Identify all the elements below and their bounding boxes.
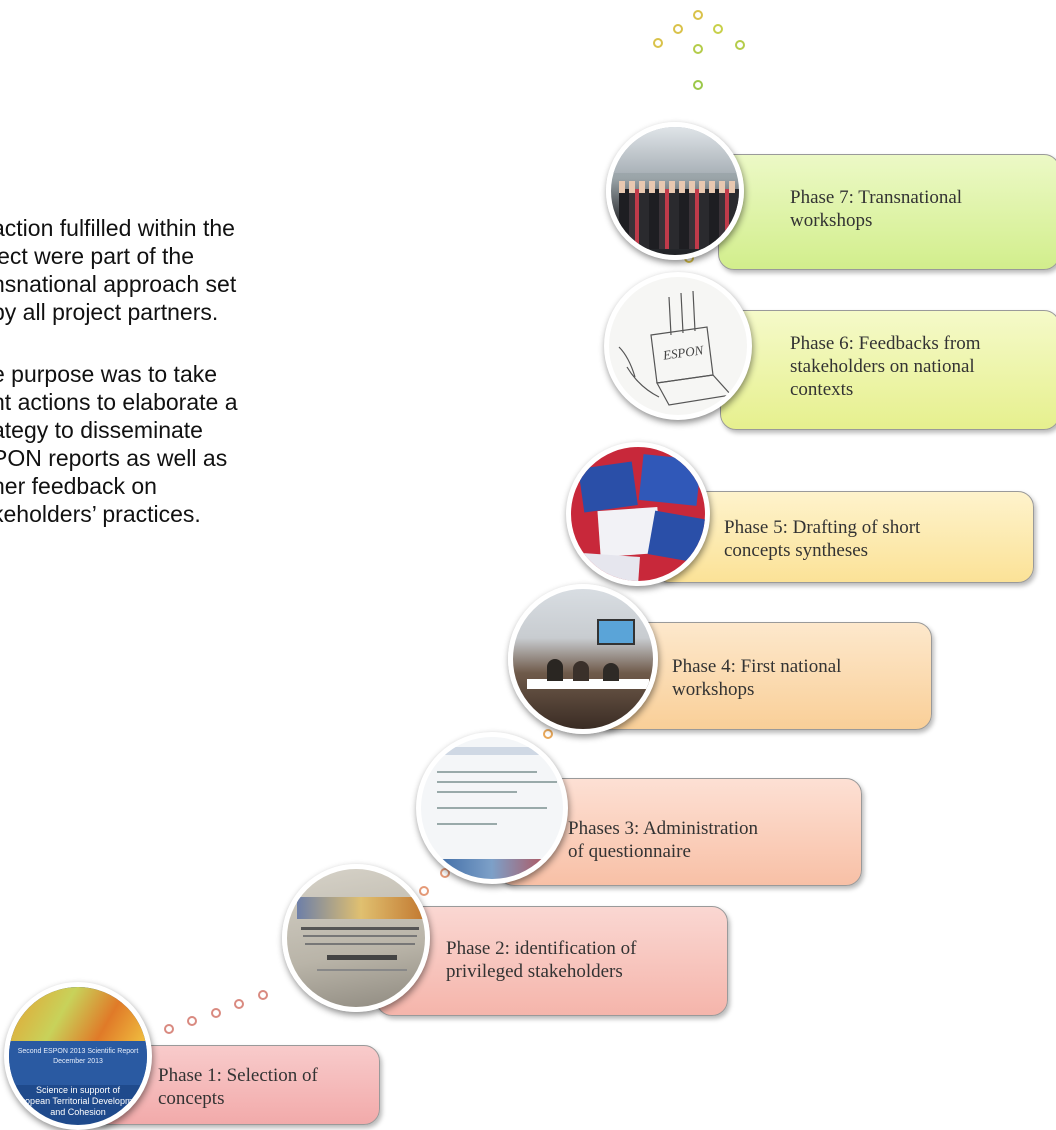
report-subtitle-line: and Cohesion [50,1107,106,1117]
conference-flyer-image [282,864,430,1012]
flyer-header [297,897,425,919]
doc-card [582,553,640,581]
table-cloth [527,679,649,689]
intro-p2-line: ategy to disseminate [0,417,203,443]
intro-p1-line: nsnational approach set [0,271,237,297]
connector-dot [187,1016,197,1026]
arrow-dot [673,24,683,34]
arrow-dot [735,40,745,50]
group-faces [619,181,739,193]
attendee [547,659,563,681]
phase-1-line-1: Phase 1: Selection of [158,1065,318,1086]
arrow-dot [693,80,703,90]
workshop-photo [508,584,658,734]
phase-5-label: Phase 5: Drafting of short concepts synt… [724,516,920,562]
laptop-sketch-drawing [618,290,733,406]
intro-paragraph-1: action fulfilled within the ject were pa… [0,214,352,326]
phase-6-box [720,310,1056,430]
report-date: December 2013 [53,1058,103,1065]
arrow-dot [713,24,723,34]
phase-4-line-2: workshops [672,679,755,700]
phase-7-box [718,154,1056,270]
doc-card [578,461,638,513]
phase-5-line-2: concepts syntheses [724,540,869,561]
phase-6-line-2: stakeholders on national [790,356,975,377]
connector-dot [258,990,268,1000]
group-people [619,189,739,249]
report-subtitle: Science in support of European Territori… [9,1085,147,1118]
laptop-sketch-image: ESPON [604,272,752,420]
report-subtitle-line: Science in support of [35,1085,121,1095]
phase-3-line-1: Phases 3: Administration [568,818,758,839]
connector-dot [211,1008,221,1018]
phase-1-line-2: concepts [158,1088,225,1109]
doc-card [647,510,705,564]
phase-7-line-1: Phase 7: Transnational [790,187,963,208]
phase-5-box [654,491,1034,583]
phase-1-label: Phase 1: Selection of concepts [158,1064,318,1110]
intro-p2-line: e purpose was to take [0,361,218,387]
connector-dot [234,999,244,1009]
flyer-line [305,943,415,945]
intro-text: action fulfilled within the ject were pa… [0,214,352,562]
connector-dot [543,729,553,739]
phase-6-line-1: Phase 6: Feedbacks from [790,333,981,354]
screen-line [437,791,517,793]
group-photo [606,122,744,260]
map-graphic [9,987,147,1041]
phase-2-label: Phase 2: identification of privileged st… [446,937,636,983]
report-title: Second ESPON 2013 Scientific Report [17,1048,139,1055]
screen-taskbar [421,859,563,879]
screen-bar [421,747,563,755]
intro-p2-line: nt actions to elaborate a [0,389,238,415]
phase-2-line-1: Phase 2: identification of [446,938,637,959]
arrow-dot [693,10,703,20]
connector-dot [164,1024,174,1034]
flyer-line [317,969,407,971]
report-cover-image: Second ESPON 2013 Scientific Report Dece… [4,982,152,1130]
intro-p2-line: her feedback on [0,473,157,499]
screen-line [437,771,537,773]
phase-3-line-2: of questionnaire [568,841,691,862]
connector-dot [419,886,429,896]
report-subtitle-line: European Territorial Development [11,1096,145,1106]
intro-p2-line: PON reports as well as [0,445,228,471]
flyer-line [301,927,419,930]
intro-paragraph-2: e purpose was to take nt actions to elab… [0,360,352,528]
report-title-band: Second ESPON 2013 Scientific Report Dece… [9,1041,147,1085]
intro-p1-line: by all project partners. [0,299,219,325]
intro-p1-line: action fulfilled within the [0,215,235,241]
projector-screen [597,619,635,645]
questionnaire-image [416,732,568,884]
building-background [611,127,739,173]
phase-2-box [376,906,728,1016]
screen-line [437,807,547,809]
intro-p2-line: keholders’ practices. [0,501,201,527]
intro-p1-line: ject were part of the [0,243,194,269]
flyer-line [327,955,397,960]
attendee [603,663,619,681]
phase-4-line-1: Phase 4: First national [672,656,842,677]
screen-line [437,823,497,825]
phase-3-label: Phases 3: Administration of questionnair… [568,817,758,863]
phase-7-label: Phase 7: Transnational workshops [790,186,962,232]
phase-6-label: Phase 6: Feedbacks from stakeholders on … [790,332,980,401]
arrow-dot [653,38,663,48]
syntheses-collage-image [566,442,710,586]
phase-7-line-2: workshops [790,210,873,231]
phase-4-label: Phase 4: First national workshops [672,655,841,701]
attendee [573,661,589,681]
screen-line [437,781,557,783]
phase-6-line-3: contexts [790,379,854,400]
flyer-line [303,935,417,937]
phase-2-line-2: privileged stakeholders [446,961,623,982]
arrow-dot [693,44,703,54]
phase-5-line-1: Phase 5: Drafting of short [724,517,921,538]
doc-card [638,454,702,506]
